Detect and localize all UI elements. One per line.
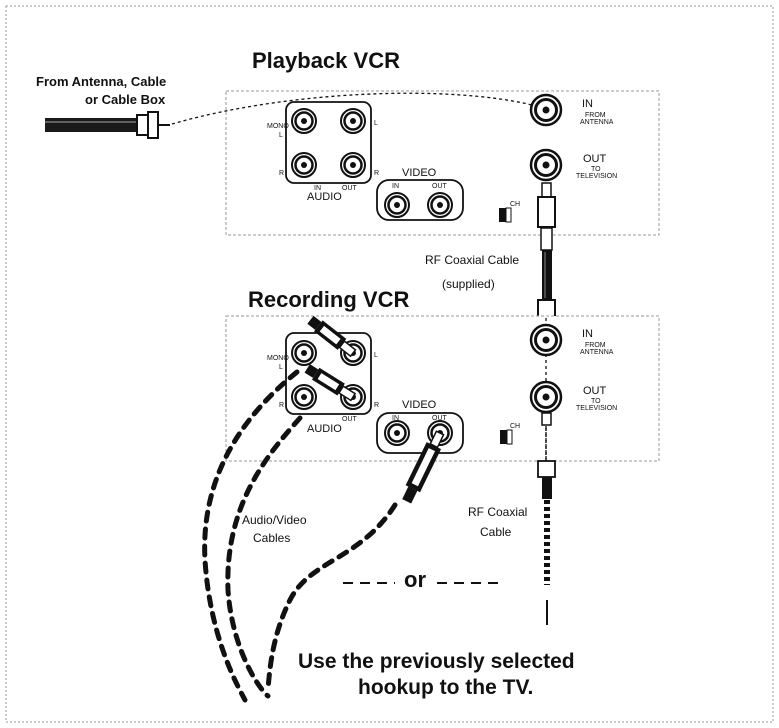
playback-video-out-label: OUT bbox=[432, 183, 447, 190]
recording-l-right-label: L bbox=[374, 352, 378, 359]
playback-audio-out-l-jack[interactable] bbox=[339, 107, 367, 135]
playback-ant-in-sub1: FROM bbox=[585, 112, 606, 119]
playback-mono-label: MONO bbox=[267, 123, 289, 130]
rf-coax-cable bbox=[537, 412, 556, 625]
recording-r-label: R bbox=[279, 402, 285, 409]
av-cables-label-line2: Cables bbox=[253, 531, 291, 545]
recording-tv-out-label: OUT bbox=[583, 385, 607, 397]
playback-vcr-title: Playback VCR bbox=[252, 48, 400, 73]
playback-audio-in-r-jack[interactable] bbox=[290, 151, 318, 179]
playback-video-in-label: IN bbox=[392, 183, 399, 190]
playback-l-right-label: L bbox=[374, 120, 378, 127]
rf-supplied-label-line1: RF Coaxial Cable bbox=[425, 253, 520, 267]
recording-tv-out-jack[interactable] bbox=[529, 380, 563, 414]
rf-supplied-label-line2: (supplied) bbox=[442, 277, 495, 291]
playback-audio-in-l-jack[interactable] bbox=[290, 107, 318, 135]
page-frame bbox=[5, 5, 774, 723]
recording-l-label: L bbox=[279, 364, 283, 371]
recording-video-label: VIDEO bbox=[402, 399, 437, 411]
playback-r-label: R bbox=[279, 170, 285, 177]
video-plug bbox=[402, 430, 445, 504]
playback-video-in-jack[interactable] bbox=[383, 191, 411, 219]
recording-ant-in-sub2: ANTENNA bbox=[580, 349, 614, 356]
recording-audio-in-l-jack[interactable] bbox=[290, 339, 318, 367]
recording-audio-in-r-jack[interactable] bbox=[290, 383, 318, 411]
recording-vcr-title: Recording VCR bbox=[248, 287, 410, 312]
playback-tv-out-sub2: TELEVISION bbox=[576, 173, 618, 180]
playback-video-label: VIDEO bbox=[402, 167, 437, 179]
playback-r-right-label: R bbox=[374, 170, 380, 177]
footer-line1: Use the previously selected bbox=[298, 650, 575, 673]
recording-ant-in-label: IN bbox=[582, 328, 593, 340]
recording-tv-out-sub1: TO bbox=[591, 398, 601, 405]
or-label: or bbox=[404, 567, 426, 592]
recording-audio-out-label: OUT bbox=[342, 416, 357, 423]
playback-antenna-in-jack[interactable] bbox=[529, 93, 563, 127]
playback-audio-in-label: IN bbox=[314, 185, 321, 192]
playback-l-label: L bbox=[279, 132, 283, 139]
recording-ch-label: CH bbox=[510, 423, 521, 430]
rf-cable-label-line2: Cable bbox=[480, 525, 512, 539]
playback-vcr-panel bbox=[225, 90, 660, 236]
playback-tv-out-sub1: TO bbox=[591, 166, 601, 173]
footer-line2: hookup to the TV. bbox=[358, 676, 534, 699]
rf-cable-label-line1: RF Coaxial bbox=[468, 505, 528, 519]
recording-tv-out-sub2: TELEVISION bbox=[576, 405, 618, 412]
playback-tv-out-jack[interactable] bbox=[529, 148, 563, 182]
source-label-line1: From Antenna, Cable bbox=[36, 74, 167, 89]
recording-ch-switch[interactable] bbox=[500, 430, 507, 444]
recording-antenna-in-jack[interactable] bbox=[529, 323, 563, 357]
av-cables-label-line1: Audio/Video bbox=[242, 513, 307, 527]
rf-coax-supplied-cable bbox=[537, 182, 556, 336]
recording-ant-in-sub1: FROM bbox=[585, 342, 606, 349]
antenna-cable bbox=[45, 92, 533, 139]
playback-ant-in-label: IN bbox=[582, 98, 593, 110]
recording-mono-label: MONO bbox=[267, 355, 289, 362]
recording-audio-label: AUDIO bbox=[307, 423, 342, 435]
playback-audio-label: AUDIO bbox=[307, 191, 342, 203]
playback-ch-switch[interactable] bbox=[499, 208, 506, 222]
playback-audio-out-r-jack[interactable] bbox=[339, 151, 367, 179]
recording-r-right-label: R bbox=[374, 402, 380, 409]
recording-video-out-label: OUT bbox=[432, 415, 447, 422]
playback-audio-out-label: OUT bbox=[342, 185, 357, 192]
recording-video-in-jack[interactable] bbox=[383, 419, 411, 447]
av-cables bbox=[202, 369, 398, 703]
playback-ch-label: CH bbox=[510, 201, 521, 208]
audio-plugs bbox=[304, 315, 357, 402]
recording-video-in-label: IN bbox=[392, 415, 399, 422]
playback-ant-in-sub2: ANTENNA bbox=[580, 119, 614, 126]
playback-tv-out-label: OUT bbox=[583, 153, 607, 165]
playback-video-out-jack[interactable] bbox=[426, 191, 454, 219]
source-label-line2: or Cable Box bbox=[85, 92, 166, 107]
